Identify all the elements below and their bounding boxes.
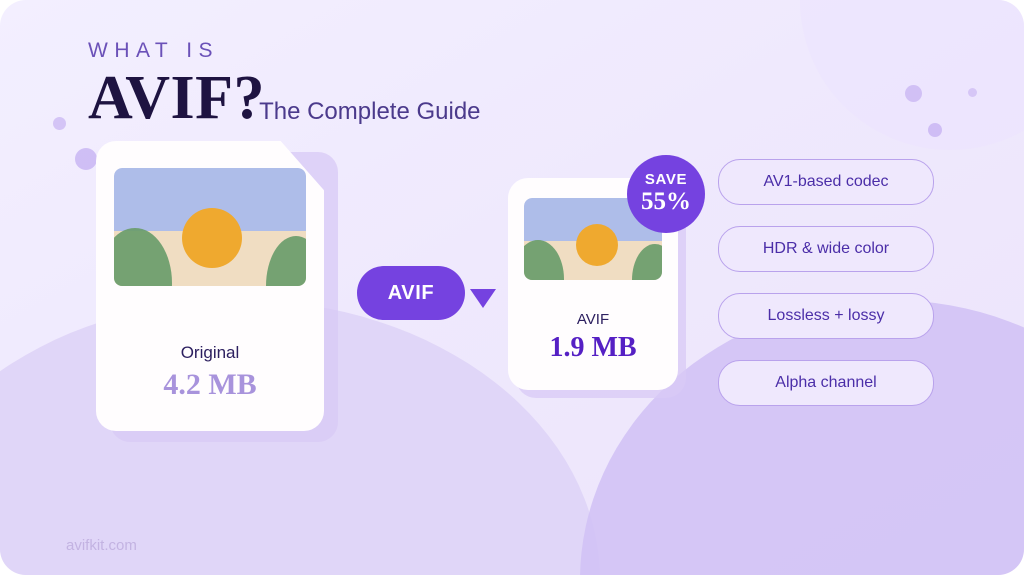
decorative-circle-top-right [800, 0, 1024, 150]
title-row: AVIF? The Complete Guide [88, 67, 481, 129]
decorative-dot [53, 117, 66, 130]
feature-pill-av1-codec[interactable]: AV1-based codec [718, 159, 934, 205]
feature-pill-label: Lossless + lossy [767, 307, 885, 324]
feature-pill-label: HDR & wide color [762, 240, 890, 257]
avif-filesize: 1.9 MB [549, 331, 637, 363]
watermark: avifkit.com [66, 537, 137, 554]
feature-list: AV1-based codec HDR & wide color Lossles… [718, 159, 934, 427]
page-title: AVIF? [88, 64, 266, 132]
header-block: WHAT IS AVIF? The Complete Guide [88, 40, 481, 129]
savings-badge-percent: 55% [641, 188, 691, 216]
decorative-dot [905, 85, 922, 102]
savings-badge: SAVE 55% [627, 155, 705, 233]
feature-pill-label: Alpha channel [775, 374, 877, 391]
avif-card-caption: AVIF 1.9 MB [524, 311, 662, 363]
feature-pill-label: AV1-based codec [763, 173, 889, 190]
original-filesize: 4.2 MB [163, 367, 257, 401]
avif-label: AVIF [576, 311, 610, 328]
sun-shape [182, 208, 242, 268]
page-subtitle: The Complete Guide [259, 98, 481, 125]
arrow-down-icon [470, 289, 496, 308]
kicker-text: WHAT IS [88, 39, 220, 62]
avif-convert-pill-label: AVIF [387, 281, 435, 304]
feature-pill-hdr-wide-color[interactable]: HDR & wide color [718, 226, 934, 272]
decorative-dot [75, 148, 97, 170]
avif-convert-pill[interactable]: AVIF [357, 266, 465, 320]
original-image-thumbnail [114, 168, 306, 286]
feature-pill-alpha-channel[interactable]: Alpha channel [718, 360, 934, 406]
decorative-dot [928, 123, 942, 137]
original-label: Original [180, 343, 240, 362]
feature-pill-lossless-lossy[interactable]: Lossless + lossy [718, 293, 934, 339]
sun-shape [576, 224, 618, 266]
decorative-dot [968, 88, 977, 97]
original-card-caption: Original 4.2 MB [114, 343, 306, 401]
savings-badge-word: SAVE [644, 171, 688, 189]
